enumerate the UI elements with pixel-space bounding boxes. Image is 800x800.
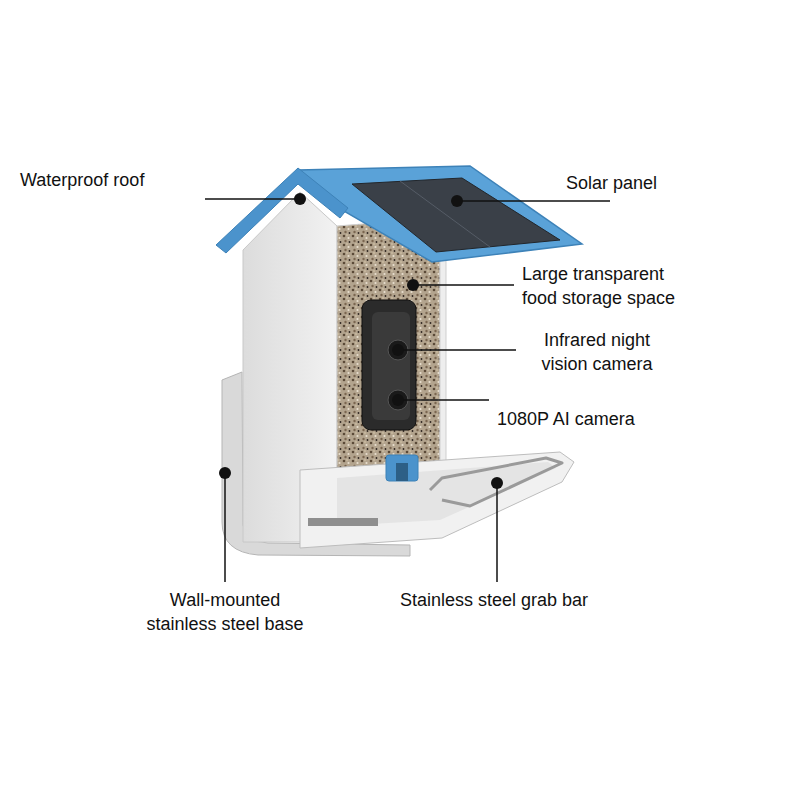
- leader-line: [457, 200, 610, 202]
- solar-panel: [352, 178, 560, 252]
- leader-lines: [205, 199, 610, 582]
- leader-dot: [451, 195, 463, 207]
- leader-line: [224, 473, 226, 582]
- leader-dots: [219, 193, 503, 489]
- callout-label: Large transparent food storage space: [522, 262, 700, 310]
- seed-clip: [386, 455, 418, 481]
- leader-dot: [491, 477, 503, 489]
- callout-label: Stainless steel grab bar: [400, 588, 660, 612]
- leader-line: [398, 349, 516, 351]
- leader-line: [205, 198, 300, 200]
- leader-dot: [219, 467, 231, 479]
- seed-opening: [396, 463, 408, 481]
- grab-bar: [430, 458, 562, 506]
- callout-label: Wall-mounted stainless steel base: [135, 588, 315, 636]
- leader-line: [413, 284, 514, 286]
- leader-line: [496, 483, 498, 582]
- callout-label: Solar panel: [566, 171, 766, 195]
- leader-dot: [407, 279, 419, 291]
- roof-gable: [216, 168, 348, 253]
- leader-dot: [392, 344, 404, 356]
- callout-label: 1080P AI camera: [497, 407, 697, 431]
- leader-dot: [294, 193, 306, 205]
- vent: [308, 518, 378, 526]
- tray-inner: [337, 462, 556, 526]
- panel-line: [400, 181, 490, 247]
- camera-face: [372, 312, 410, 420]
- leader-dot: [392, 394, 404, 406]
- callout-label: Infrared night vision camera: [522, 328, 672, 376]
- feeding-tray: [300, 452, 574, 548]
- callout-label: Waterproof roof: [20, 168, 210, 192]
- leader-line: [398, 399, 489, 401]
- camera-housing: [362, 300, 416, 430]
